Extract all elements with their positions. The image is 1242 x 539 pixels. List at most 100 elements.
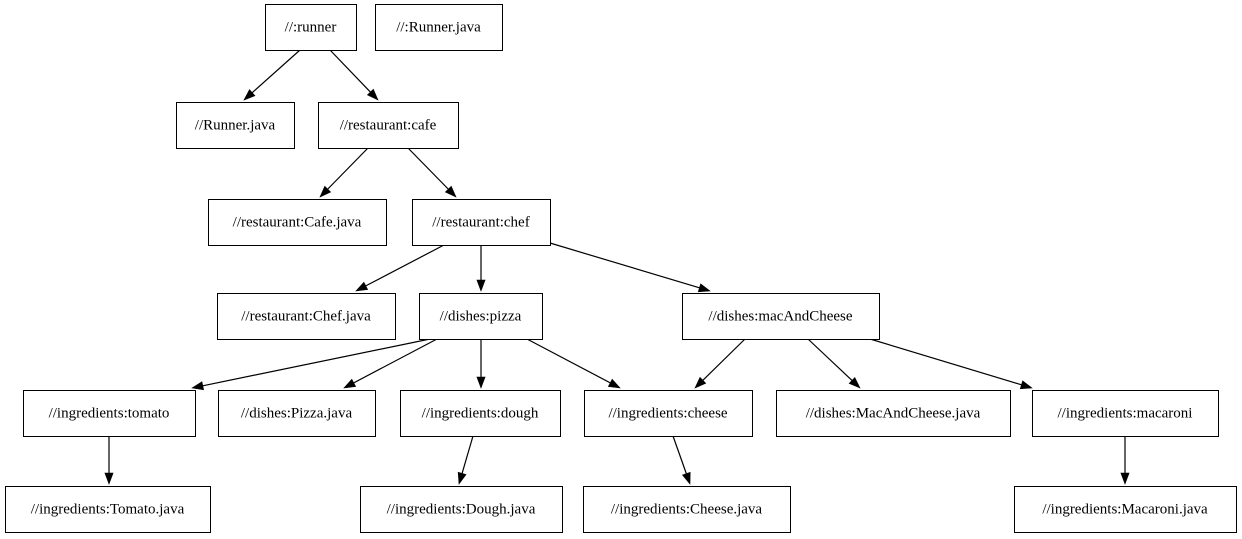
node-label: //ingredients:macaroni bbox=[1058, 405, 1193, 421]
node-box[interactable] bbox=[217, 293, 396, 340]
edge-line bbox=[407, 147, 449, 190]
graph-edge bbox=[457, 435, 474, 485]
graph-edge bbox=[869, 338, 1033, 390]
graph-node-restaurant-cafe-java[interactable]: //restaurant:Cafe.java bbox=[208, 199, 387, 246]
graph-edge bbox=[476, 245, 486, 292]
nodes-layer: //:runner //:Runner.java //Runner.java //re… bbox=[5, 4, 1237, 533]
edge-arrowhead-icon bbox=[1019, 380, 1033, 390]
edge-arrowhead-icon bbox=[444, 185, 457, 198]
edge-arrowhead-icon bbox=[104, 472, 114, 485]
graph-node-ingredients-dough[interactable]: //ingredients:dough bbox=[400, 390, 561, 437]
node-label: //ingredients:Dough.java bbox=[387, 501, 536, 517]
node-label: //Runner.java bbox=[195, 117, 276, 133]
node-box[interactable] bbox=[265, 4, 357, 51]
node-label: //dishes:Pizza.java bbox=[241, 405, 353, 421]
graph-node-ingredients-cheese-java[interactable]: //ingredients:Cheese.java bbox=[583, 486, 791, 533]
graph-edge bbox=[343, 338, 438, 389]
node-label: //restaurant:chef bbox=[432, 214, 529, 230]
node-label: //dishes:MacAndCheese.java bbox=[806, 405, 981, 421]
edge-arrowhead-icon bbox=[243, 89, 256, 101]
node-box[interactable] bbox=[776, 390, 1011, 437]
graph-node-runner-target[interactable]: //:runner bbox=[265, 4, 357, 51]
node-box[interactable] bbox=[375, 4, 503, 51]
graph-node-ingredients-macaroni[interactable]: //ingredients:macaroni bbox=[1032, 390, 1219, 437]
node-box[interactable] bbox=[1032, 390, 1219, 437]
node-label: //ingredients:Tomato.java bbox=[31, 501, 185, 517]
graph-edge bbox=[355, 244, 445, 292]
edge-line bbox=[526, 338, 611, 384]
edge-arrowhead-icon bbox=[848, 376, 861, 389]
graph-edge bbox=[243, 49, 301, 101]
graph-edge bbox=[549, 242, 711, 293]
edge-line bbox=[869, 338, 1022, 386]
node-box[interactable] bbox=[360, 486, 563, 533]
node-box[interactable] bbox=[318, 102, 459, 149]
graph-node-dishes-pizza-java[interactable]: //dishes:Pizza.java bbox=[218, 390, 376, 437]
node-box[interactable] bbox=[412, 199, 551, 246]
edge-arrowhead-icon bbox=[476, 279, 486, 292]
graph-edge bbox=[1120, 436, 1130, 485]
edge-arrowhead-icon bbox=[607, 378, 621, 389]
edge-arrowhead-icon bbox=[476, 376, 486, 389]
edges-layer bbox=[104, 49, 1130, 485]
graph-node-dishes-pizza[interactable]: //dishes:pizza bbox=[419, 293, 543, 340]
graph-node-ingredients-cheese[interactable]: //ingredients:cheese bbox=[584, 390, 753, 437]
graph-edge bbox=[526, 338, 621, 389]
node-box[interactable] bbox=[218, 390, 376, 437]
node-label: //dishes:macAndCheese bbox=[708, 308, 852, 324]
node-label: //restaurant:cafe bbox=[340, 117, 437, 133]
edge-line bbox=[251, 49, 301, 94]
graph-node-dishes-macandcheese[interactable]: //dishes:macAndCheese bbox=[682, 293, 880, 340]
node-box[interactable] bbox=[400, 390, 561, 437]
node-box[interactable] bbox=[583, 486, 791, 533]
edge-arrowhead-icon bbox=[343, 378, 357, 389]
node-label: //:runner bbox=[285, 19, 337, 35]
edge-line bbox=[672, 435, 687, 474]
edge-line bbox=[353, 338, 438, 384]
edge-line bbox=[327, 147, 369, 190]
edge-arrowhead-icon bbox=[319, 185, 332, 198]
graph-edge bbox=[694, 338, 746, 389]
edge-line bbox=[461, 435, 474, 474]
graph-node-ingredients-dough-java[interactable]: //ingredients:Dough.java bbox=[360, 486, 563, 533]
edge-line bbox=[202, 338, 431, 387]
edge-arrowhead-icon bbox=[1120, 472, 1130, 485]
graph-node-restaurant-cafe[interactable]: //restaurant:cafe bbox=[318, 102, 459, 149]
node-box[interactable] bbox=[208, 199, 387, 246]
node-box[interactable] bbox=[419, 293, 543, 340]
node-box[interactable] bbox=[176, 102, 295, 149]
node-box[interactable] bbox=[584, 390, 753, 437]
graph-node-root-runner-java[interactable]: //:Runner.java bbox=[375, 4, 503, 51]
edge-line bbox=[329, 49, 371, 93]
graph-node-restaurant-chef-java[interactable]: //restaurant:Chef.java bbox=[217, 293, 396, 340]
edge-line bbox=[365, 244, 445, 287]
graph-node-ingredients-tomato-java[interactable]: //ingredients:Tomato.java bbox=[5, 486, 211, 533]
node-label: //ingredients:cheese bbox=[608, 405, 727, 421]
node-label: //restaurant:Chef.java bbox=[241, 308, 371, 324]
graph-node-restaurant-chef[interactable]: //restaurant:chef bbox=[412, 199, 551, 246]
graph-node-dishes-macandcheese-java[interactable]: //dishes:MacAndCheese.java bbox=[776, 390, 1011, 437]
graph-node-ingredients-macaroni-java[interactable]: //ingredients:Macaroni.java bbox=[1014, 486, 1237, 533]
graph-edge bbox=[672, 435, 691, 485]
graph-node-ingredients-tomato[interactable]: //ingredients:tomato bbox=[23, 390, 196, 437]
graph-node-runner-java[interactable]: //Runner.java bbox=[176, 102, 295, 149]
graph-edge bbox=[319, 147, 369, 198]
node-box[interactable] bbox=[5, 486, 211, 533]
node-box[interactable] bbox=[682, 293, 880, 340]
edge-line bbox=[549, 242, 700, 289]
node-box[interactable] bbox=[1014, 486, 1237, 533]
graph-edge bbox=[476, 339, 486, 389]
graph-edge bbox=[104, 436, 114, 485]
edge-arrowhead-icon bbox=[694, 376, 707, 389]
node-box[interactable] bbox=[23, 390, 196, 437]
edge-line bbox=[807, 338, 853, 381]
node-label: //ingredients:Cheese.java bbox=[611, 501, 763, 517]
graph-edge bbox=[191, 338, 431, 391]
edge-arrowhead-icon bbox=[355, 281, 369, 292]
graph-edge bbox=[407, 147, 457, 198]
node-label: //ingredients:tomato bbox=[49, 405, 170, 421]
graph-edge bbox=[807, 338, 861, 389]
edge-arrowhead-icon bbox=[191, 381, 204, 391]
